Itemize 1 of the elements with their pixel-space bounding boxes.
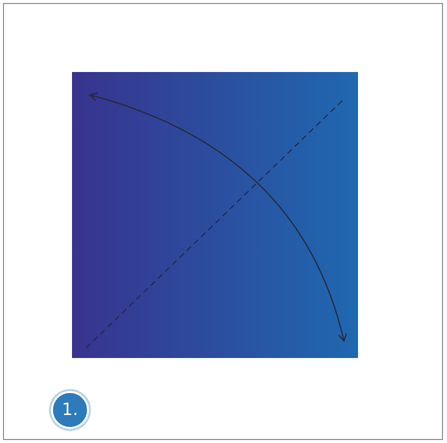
step-number-badge: 1. (51, 391, 89, 429)
